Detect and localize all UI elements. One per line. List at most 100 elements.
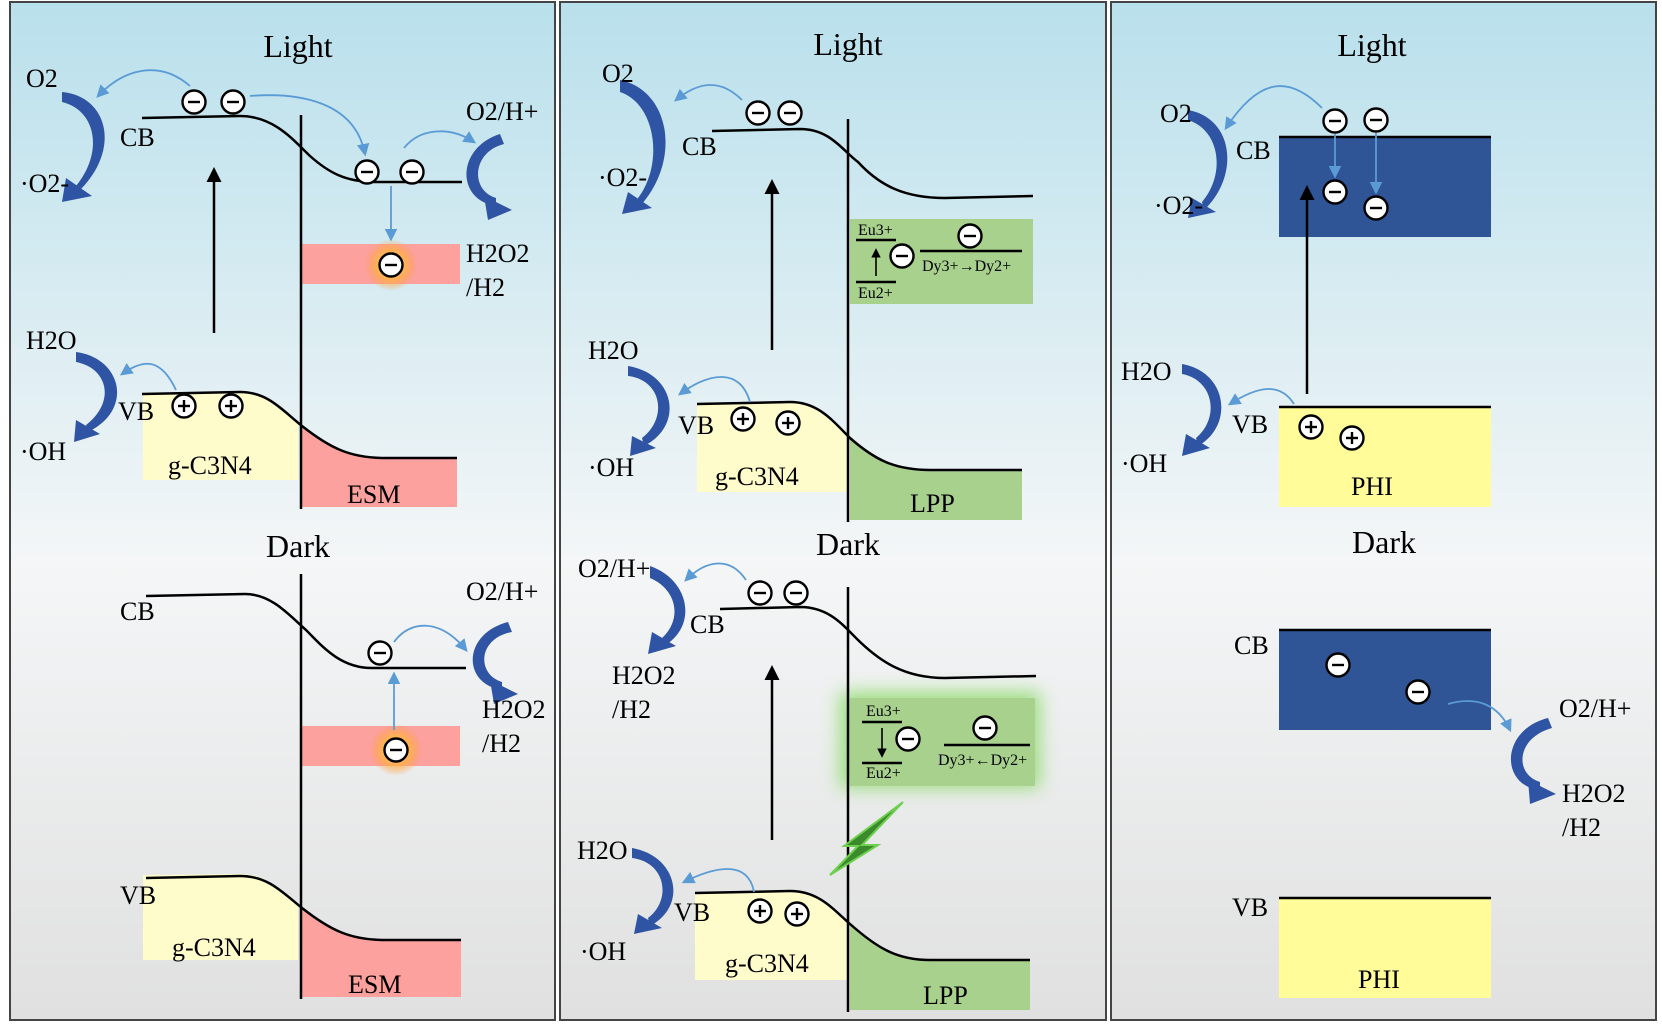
electron-icon — [1322, 108, 1348, 134]
oh-label: ·OH — [588, 453, 634, 482]
hole-icon — [171, 393, 197, 419]
cb-band-curve — [719, 605, 1037, 680]
cb-label: CB — [690, 610, 725, 639]
h2o2-production-arrow — [472, 622, 512, 690]
h2o-label: H2O — [1121, 357, 1172, 386]
semiconductor-label: g-C3N4 — [725, 949, 809, 978]
cb-label: CB — [1236, 136, 1271, 165]
material-label: PHI — [1358, 965, 1400, 994]
electron-transfer-arrow — [674, 84, 743, 102]
semiconductor-label: g-C3N4 — [168, 451, 252, 480]
o2-reduction-arrowhead — [648, 632, 676, 654]
oh-label: ·OH — [1121, 449, 1167, 478]
electron-icon — [972, 715, 998, 741]
hole-icon — [730, 406, 756, 432]
oh-label: ·OH — [20, 437, 66, 466]
o2-label: O2 — [26, 64, 58, 93]
electron-icon — [889, 243, 915, 269]
light-title: Light — [1337, 27, 1406, 63]
o2-reduction-arrow — [62, 92, 105, 192]
vb-label: VB — [118, 397, 154, 426]
h2o2-production-arrowhead — [490, 680, 518, 704]
phi-cb-block — [1279, 630, 1491, 730]
cb-label: CB — [682, 132, 717, 161]
electron-icon — [1322, 179, 1348, 205]
o2h-label: O2/H+ — [466, 577, 538, 606]
hole-transfer-arrow — [119, 362, 177, 391]
o2h-label: O2/H+ — [1559, 694, 1631, 723]
superoxide-label: ·O2- — [598, 163, 647, 192]
electron-icon — [220, 89, 246, 115]
eu2-label: Eu2+ — [866, 765, 901, 782]
dy-dark-label: Dy3+←Dy2+ — [938, 752, 1027, 769]
esm-vb-fill — [302, 426, 457, 507]
superoxide-label: ·O2- — [1154, 191, 1203, 220]
h2o-oxidation-arrowhead — [634, 914, 662, 934]
o2h-label: O2/H+ — [466, 97, 538, 126]
electron-transfer-arrow — [1224, 85, 1323, 131]
h2o-label: H2O — [26, 326, 77, 355]
semiconductor-vb-fill — [143, 874, 298, 960]
eu2-label: Eu2+ — [858, 285, 893, 302]
lpp-vb-fill — [850, 924, 1030, 1010]
panel-lpp: Light Eu3+ Eu2+ Dy3+→Dy2+ O2 ·O2- CB H2O — [559, 1, 1107, 1021]
lpp-trap-box — [850, 698, 1035, 786]
h2o2-production-arrow — [1510, 718, 1552, 790]
lpp-trap-box — [850, 219, 1033, 304]
electron-icon — [1363, 195, 1389, 221]
oh-label: ·OH — [580, 937, 626, 966]
electron-transfer-arrow — [684, 562, 747, 582]
superoxide-label: ·O2- — [20, 169, 69, 198]
hole-icon — [747, 898, 773, 924]
panel-phi: Light O2 ·O2- CB H2O VB ·OH PHI Dark — [1110, 1, 1657, 1021]
h2-label: /H2 — [466, 273, 505, 302]
cb-band-curve — [711, 127, 1034, 200]
panel-background — [559, 1, 1107, 1021]
vb-label: VB — [1232, 893, 1268, 922]
eu3-label: Eu3+ — [866, 703, 901, 720]
semiconductor-vb-fill — [695, 891, 848, 980]
material-label: ESM — [347, 480, 400, 509]
dark-title: Dark — [1352, 524, 1416, 560]
vb-label: VB — [1232, 410, 1268, 439]
electron-transfer-arrow — [403, 130, 477, 149]
h2-label: /H2 — [612, 695, 651, 724]
electron-icon — [1363, 107, 1389, 133]
semiconductor-label: g-C3N4 — [172, 933, 256, 962]
light-title: Light — [263, 28, 332, 64]
dy-light-label: Dy3+→Dy2+ — [922, 258, 1011, 275]
electron-icon — [747, 580, 773, 606]
o2h-label: O2/H+ — [578, 554, 650, 583]
panel-esm: Light O2 ·O2- CB O — [9, 1, 556, 1021]
material-label: LPP — [910, 489, 955, 518]
electron-icon — [1405, 679, 1431, 705]
hole-transfer-arrow — [677, 376, 751, 403]
phi-cb-block — [1279, 137, 1491, 237]
h2o-oxidation-arrow — [76, 352, 118, 432]
hole-transfer-arrow — [681, 868, 755, 893]
electron-icon — [354, 159, 380, 185]
electron-icon — [957, 223, 983, 249]
h2o2-production-arrowhead — [484, 196, 512, 220]
h2o2-label: H2O2 — [612, 661, 676, 690]
electron-transfer-arrow — [249, 94, 370, 157]
h2o2-label: H2O2 — [482, 695, 546, 724]
panel-background — [9, 1, 556, 1021]
vb-label: VB — [120, 881, 156, 910]
material-label: ESM — [348, 970, 401, 999]
hole-icon — [218, 393, 244, 419]
vb-band-curve — [694, 889, 1030, 962]
cb-band-curve — [145, 592, 466, 670]
h2-label: /H2 — [1562, 813, 1601, 842]
hole-icon — [784, 901, 810, 927]
dark-title: Dark — [816, 526, 880, 562]
material-label: PHI — [1351, 472, 1393, 501]
h2o-oxidation-arrowhead — [630, 436, 656, 456]
phi-vb-block — [1279, 898, 1491, 998]
cb-band-curve — [141, 114, 462, 184]
h2o-oxidation-arrowhead — [1182, 434, 1210, 456]
electron-transfer-arrow — [1447, 700, 1512, 733]
electron-icon — [367, 640, 393, 666]
material-label: LPP — [923, 981, 968, 1010]
